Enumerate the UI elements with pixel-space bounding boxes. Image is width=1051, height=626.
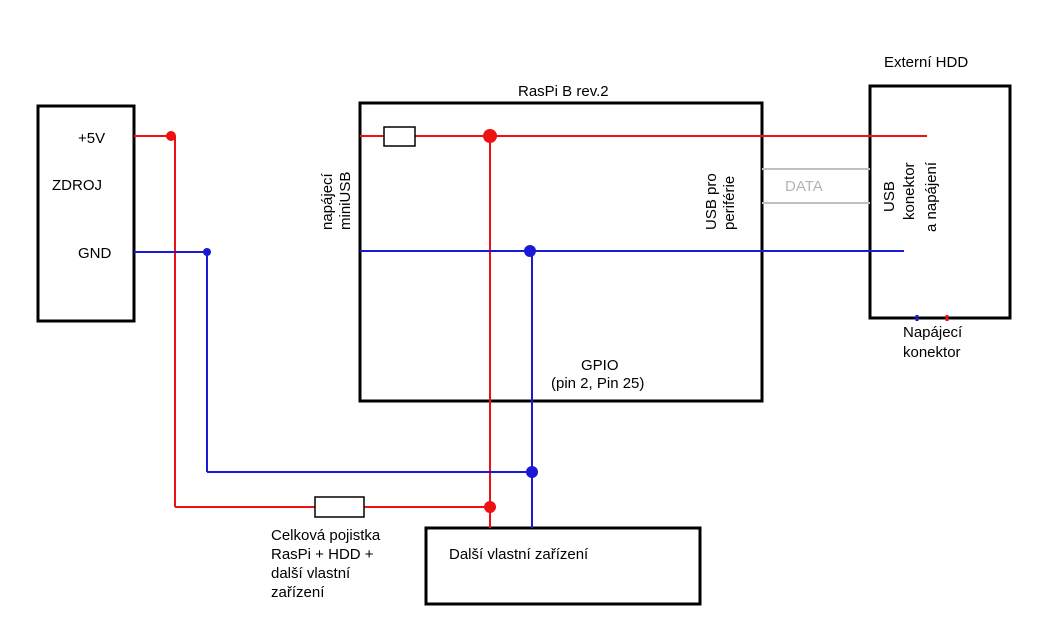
red-junction-raspi	[483, 129, 497, 143]
blue-junction-psu	[203, 248, 211, 256]
fuse-note-line-1: Celková pojistka	[271, 527, 381, 544]
gpio-label-2: (pin 2, Pin 25)	[551, 375, 644, 392]
data-label: DATA	[785, 178, 823, 195]
red-junction-bottom	[484, 501, 496, 513]
other-device-label: Další vlastní zařízení	[449, 546, 589, 563]
raspi-usb-label-2: periférie	[721, 176, 738, 230]
raspi-miniusb-label-2: miniUSB	[337, 172, 354, 230]
power-supply-box	[36, 104, 136, 323]
raspi-title: RasPi B rev.2	[518, 83, 609, 100]
raspi-miniusb-label-1: napájecí	[319, 172, 336, 230]
gpio-label-1: GPIO	[581, 357, 619, 374]
hdd-usb-label-3: a napájení	[923, 161, 940, 232]
hdd-power-label-1: Napájecí	[903, 324, 963, 341]
raspi-fuse	[383, 126, 416, 147]
psu-ground-label: GND	[78, 245, 112, 262]
red-junction-psu	[166, 131, 176, 141]
fuse-note-line-4: zařízení	[271, 584, 325, 601]
hdd-usb-label-2: konektor	[901, 162, 918, 220]
blue-junction-raspi	[524, 245, 536, 257]
data-wires	[762, 168, 870, 204]
fuse-note-line-3: další vlastní	[271, 565, 351, 582]
psu-positive-label: +5V	[78, 130, 105, 147]
hdd-title: Externí HDD	[884, 54, 968, 71]
main-fuse	[314, 496, 365, 518]
junctions	[166, 129, 538, 513]
hdd-usb-label-1: USB	[881, 181, 898, 212]
fuse-note-line-2: RasPi + HDD +	[271, 546, 374, 563]
hdd-power-label-2: konektor	[903, 344, 961, 361]
other-device-box	[424, 526, 702, 606]
psu-label: ZDROJ	[52, 177, 102, 194]
ground-wires	[134, 250, 904, 528]
blue-junction-bottom	[526, 466, 538, 478]
raspi-usb-label-1: USB pro	[703, 173, 720, 230]
